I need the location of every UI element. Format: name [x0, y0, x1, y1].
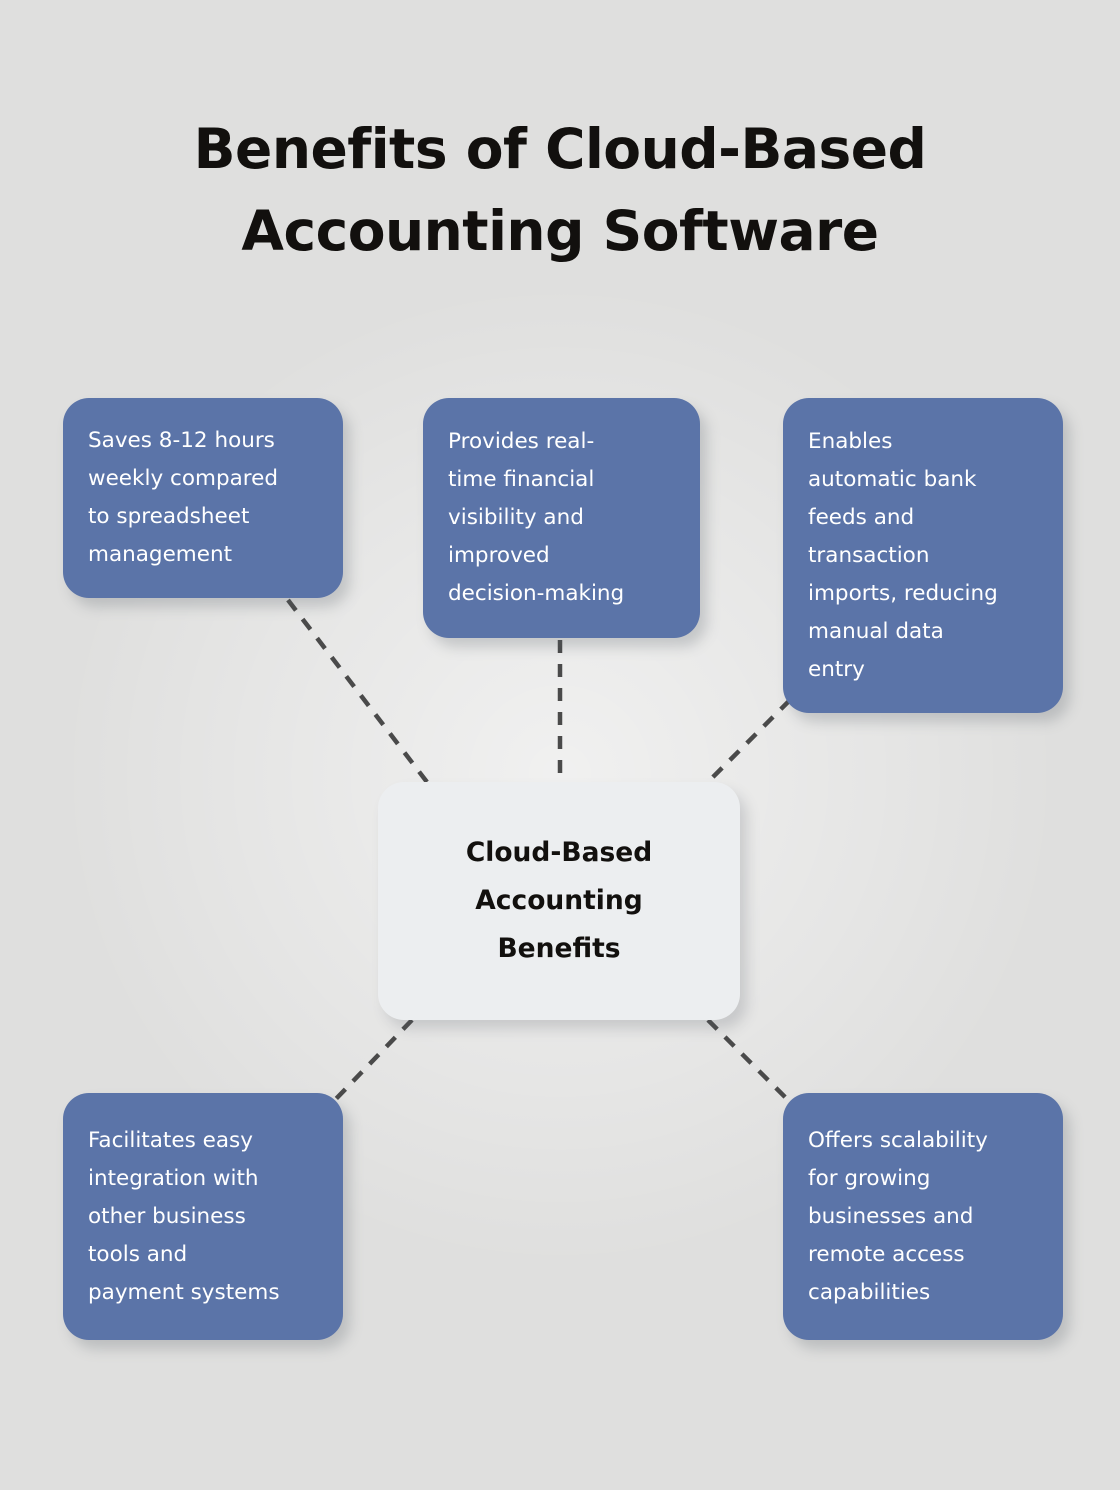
benefit-node-label: Facilitates easy integration with other … [88, 1127, 280, 1305]
connector-node-0 [286, 598, 432, 788]
page-title-line-2: Accounting Software [241, 199, 879, 263]
benefit-node-real-time-visibility[interactable]: Provides real- time financial visibility… [423, 398, 700, 638]
benefit-node-bank-feeds[interactable]: Enables automatic bank feeds and transac… [783, 398, 1063, 713]
page-title: Benefits of Cloud-Based Accounting Softw… [0, 108, 1120, 272]
benefit-node-time-savings[interactable]: Saves 8-12 hours weekly compared to spre… [63, 398, 343, 598]
center-hub-label: Cloud-Based Accounting Benefits [465, 837, 653, 964]
benefit-node-label: Offers scalability for growing businesse… [808, 1127, 988, 1305]
center-hub-node[interactable]: Cloud-Based Accounting Benefits [378, 782, 740, 1020]
benefit-node-label: Provides real- time financial visibility… [448, 429, 625, 606]
benefit-node-scalability[interactable]: Offers scalability for growing businesse… [783, 1093, 1063, 1340]
page-title-line-1: Benefits of Cloud-Based [193, 117, 927, 181]
connector-node-2 [698, 698, 792, 792]
benefit-node-label: Saves 8-12 hours weekly compared to spre… [88, 428, 279, 567]
benefit-node-label: Enables automatic bank feeds and transac… [808, 428, 998, 682]
connector-node-3 [331, 1018, 414, 1104]
benefit-node-integration[interactable]: Facilitates easy integration with other … [63, 1093, 343, 1340]
connector-node-4 [706, 1018, 792, 1104]
